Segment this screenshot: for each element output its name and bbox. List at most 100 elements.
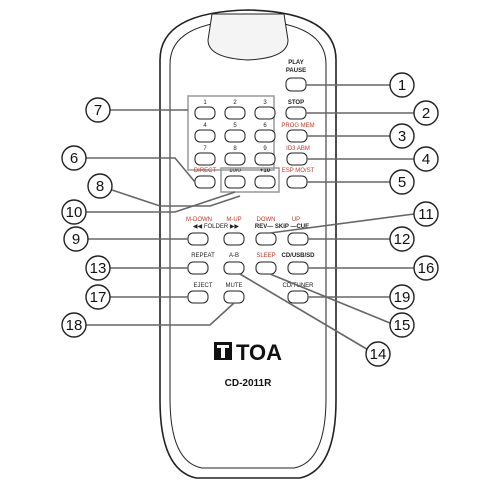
callout-number-16: 16 <box>418 260 435 277</box>
callout-circle-7 <box>85 97 111 123</box>
callouts: 1 2 3 4 5 6 7 8 9 10 11 12 13 14 15 16 1… <box>61 72 439 367</box>
rev-skip-cue-label: REV— SKIP —CUE <box>255 224 309 230</box>
digit-label-9: 9 <box>263 146 267 152</box>
digit-button-4[interactable] <box>194 129 216 143</box>
leader-line-11 <box>269 213 415 234</box>
down-label: DOWN <box>257 217 276 223</box>
m-down-button[interactable] <box>187 232 209 246</box>
folder-label: ◀◀ FOLDER ▶▶ <box>193 224 240 230</box>
mute-button[interactable] <box>223 290 245 304</box>
callout-circle-2 <box>413 100 439 126</box>
digit-button-5[interactable] <box>224 129 246 143</box>
callout-circle-8 <box>87 173 113 199</box>
prog-mem-label: PROG MEM <box>281 123 314 129</box>
callout-circle-1 <box>389 72 415 98</box>
leader-line-6 <box>86 157 196 183</box>
up-label: UP <box>292 217 300 223</box>
callout-circle-5 <box>389 169 415 195</box>
digit-button-8[interactable] <box>224 152 246 166</box>
direct-label: DIRECT <box>194 168 217 174</box>
callout-circle-12 <box>389 226 415 252</box>
m-up-label: M-UP <box>226 217 241 223</box>
digit-label-2: 2 <box>233 100 237 106</box>
numpad: 1 2 3 4 5 6 7 8 9 <box>194 100 276 166</box>
callout-circle-19 <box>389 284 415 310</box>
digit-button-1[interactable] <box>194 106 216 120</box>
repeat-button[interactable] <box>187 261 209 275</box>
cd-tuner-button[interactable] <box>287 290 309 304</box>
play-label: PLAY <box>288 60 303 66</box>
callout-number-8: 8 <box>96 178 104 195</box>
leader-line-15 <box>269 273 391 324</box>
pause-label: PAUSE <box>286 68 306 74</box>
callout-number-6: 6 <box>70 150 78 167</box>
ten-zero-button[interactable] <box>224 175 246 189</box>
callout-number-4: 4 <box>422 151 430 168</box>
plus-ten-label: +10 <box>260 168 271 174</box>
callout-circle-4 <box>413 146 439 172</box>
callout-circle-15 <box>389 312 415 338</box>
repeat-label: REPEAT <box>191 253 215 259</box>
ir-window <box>207 13 289 61</box>
digit-label-8: 8 <box>233 146 237 152</box>
callout-number-18: 18 <box>66 317 83 334</box>
digit-button-3[interactable] <box>254 106 276 120</box>
a-b-label: A-B <box>229 253 239 259</box>
rev-skip-button[interactable] <box>255 232 277 246</box>
id3-abm-label: ID3 ABM <box>286 146 310 152</box>
leader-line-14 <box>239 273 371 352</box>
esp-mo-st-label: ESP MO/ST <box>282 168 315 174</box>
id3-abm-button[interactable] <box>286 152 308 166</box>
esp-mo-st-button[interactable] <box>286 175 308 189</box>
stop-label: STOP <box>288 100 304 106</box>
model-number: CD-2011R <box>225 378 272 389</box>
eject-label: EJECT <box>193 283 212 289</box>
play-pause-button[interactable] <box>285 77 307 92</box>
leader-line-10 <box>86 191 236 213</box>
cue-skip-button[interactable] <box>287 232 309 246</box>
cd-usb-sd-button[interactable] <box>287 261 309 275</box>
digit-button-2[interactable] <box>224 106 246 120</box>
prog-mem-button[interactable] <box>286 129 308 143</box>
callout-circle-13 <box>85 255 111 281</box>
callout-number-10: 10 <box>66 204 83 221</box>
callout-circle-6 <box>61 145 87 171</box>
callout-number-13: 13 <box>90 260 107 277</box>
a-b-button[interactable] <box>223 261 245 275</box>
mute-label: MUTE <box>226 283 243 289</box>
callout-number-1: 1 <box>398 77 406 94</box>
digit-label-6: 6 <box>263 123 267 129</box>
callout-circle-3 <box>389 123 415 149</box>
toa-logo: TOA <box>214 340 282 365</box>
leader-line-18 <box>86 302 235 326</box>
sleep-label: SLEEP <box>256 253 275 259</box>
leader-line-8 <box>111 189 241 207</box>
m-up-button[interactable] <box>223 232 245 246</box>
stop-button[interactable] <box>285 106 307 120</box>
digit-label-5: 5 <box>233 123 237 129</box>
callout-number-2: 2 <box>422 105 430 122</box>
eject-button[interactable] <box>187 290 209 304</box>
ten-zero-label: 10/0 <box>229 168 241 174</box>
plus-ten-button[interactable] <box>254 175 276 189</box>
digit-button-6[interactable] <box>254 129 276 143</box>
callout-circle-16 <box>413 255 439 281</box>
ten-keys-frame <box>220 167 280 193</box>
sleep-button[interactable] <box>255 261 277 275</box>
direct-button[interactable] <box>194 175 216 189</box>
callout-circle-14 <box>365 341 391 367</box>
digit-label-3: 3 <box>263 100 267 106</box>
callout-number-9: 9 <box>72 231 80 248</box>
remote-body-outer <box>159 9 337 479</box>
callout-number-19: 19 <box>394 289 411 306</box>
callout-number-7: 7 <box>94 102 102 119</box>
callout-number-5: 5 <box>398 174 406 191</box>
digit-label-4: 4 <box>203 123 207 129</box>
callout-number-15: 15 <box>394 317 411 334</box>
digit-button-7[interactable] <box>194 152 216 166</box>
digit-label-7: 7 <box>203 146 207 152</box>
digit-button-9[interactable] <box>254 152 276 166</box>
callout-number-12: 12 <box>394 231 411 248</box>
